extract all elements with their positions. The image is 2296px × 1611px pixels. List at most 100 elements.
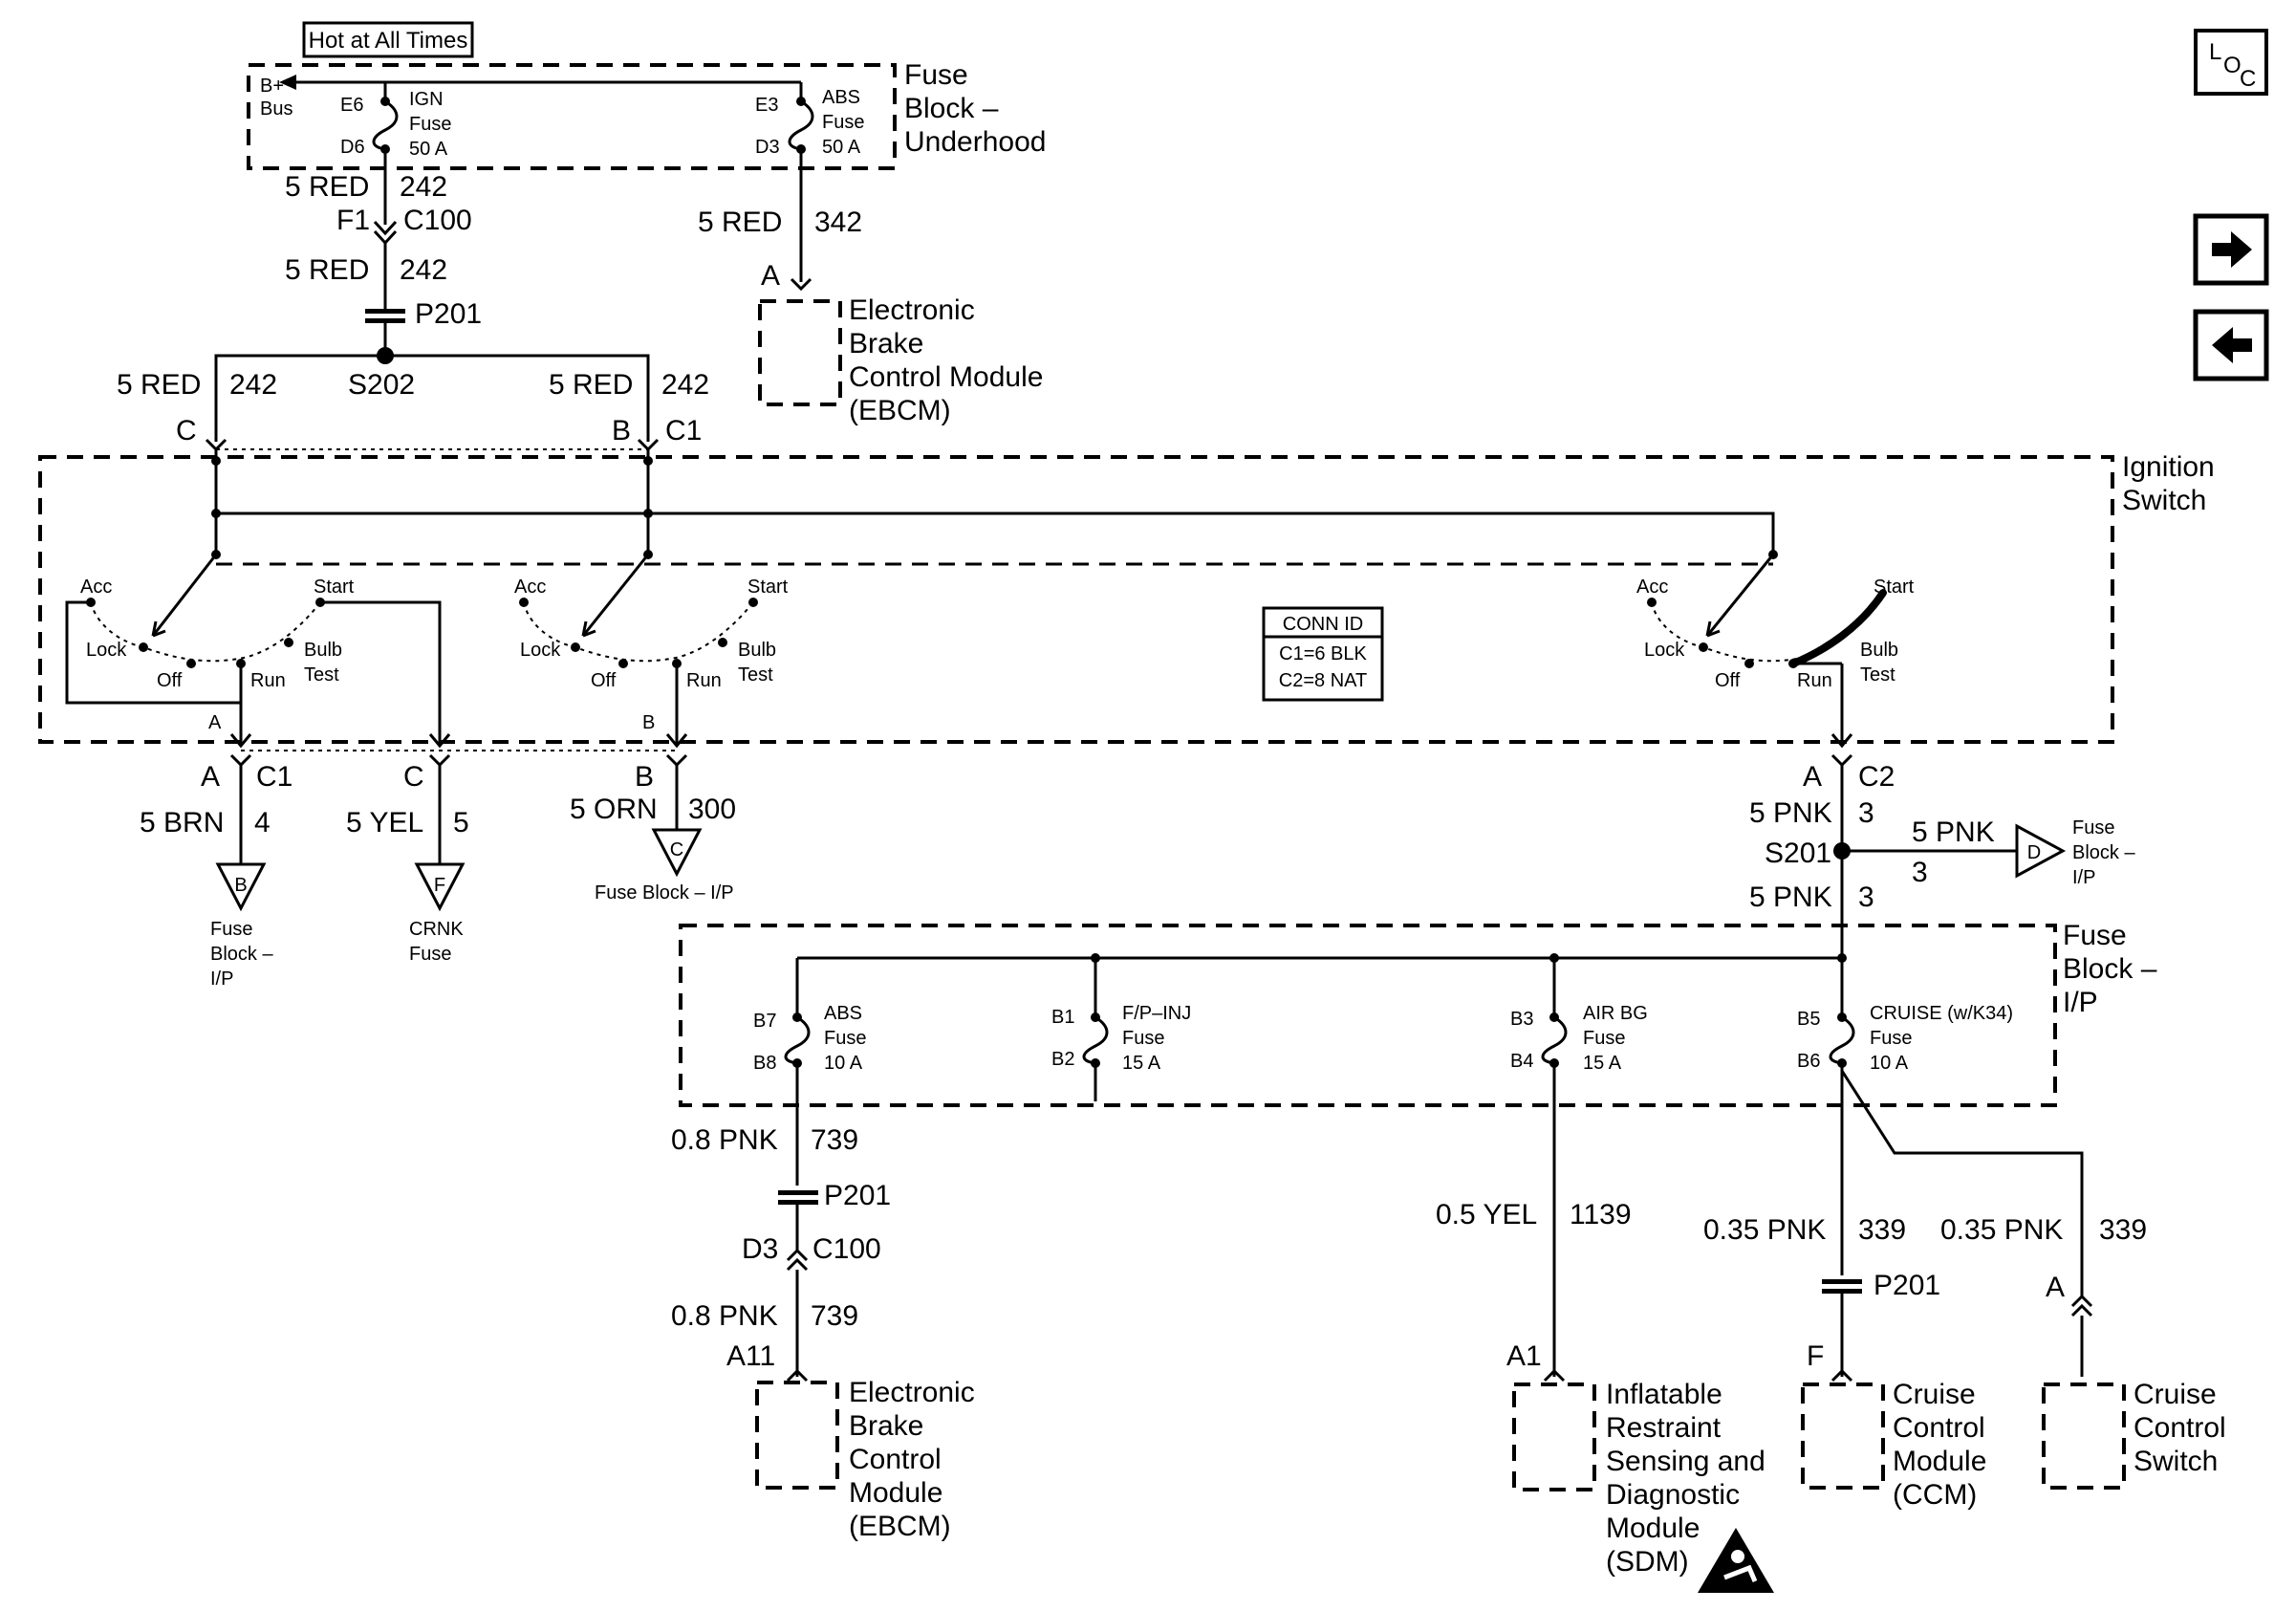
abs-fuse-pin-d3: D3: [755, 137, 780, 158]
wire-242-gauge-2: 5 RED: [285, 254, 369, 286]
ign-fuse-50a: [372, 82, 399, 154]
abs-fuse-label: ABS: [822, 87, 860, 108]
wire-3-gauge-3: 5 PNK: [1749, 882, 1832, 913]
ccm-pin-f: F: [1807, 1340, 1824, 1372]
conn-id-table: [1262, 606, 1384, 702]
ccm-box: [1801, 1382, 1885, 1490]
ignition-switch-title-1: Ignition: [2122, 451, 2215, 483]
wire-242-circuit-2: 242: [400, 254, 447, 286]
ref-d-label-2: Block –: [2072, 842, 2135, 863]
switch1-pin-a: A: [208, 712, 222, 733]
abs-fuse-50a: [788, 82, 814, 154]
ignition-switch-title-2: Switch: [2122, 485, 2206, 516]
wire-339-gauge-switch: 0.35 PNK: [1940, 1214, 2063, 1246]
switch3-run-label: Run: [1797, 670, 1832, 691]
bplus-arrow-icon: [279, 75, 296, 90]
wire-739-gauge-2: 0.8 PNK: [671, 1300, 778, 1332]
c100-connector-d3: [786, 1248, 809, 1272]
ip-fuse-cruise-word: Fuse: [1870, 1028, 1912, 1049]
wire-3-circuit-1: 3: [1858, 797, 1874, 829]
sdm-name-4: Diagnostic: [1606, 1479, 1740, 1511]
c1-connector-label-top: C1: [665, 415, 702, 446]
c2-bottom-connector-label: C2: [1858, 761, 1895, 793]
bus-label: Bus: [260, 98, 292, 120]
wire-739-gauge-1: 0.8 PNK: [671, 1124, 778, 1156]
bplus-label: B+: [260, 76, 284, 97]
ccm-name-3: Module: [1893, 1446, 1986, 1477]
loc-button[interactable]: L O C: [2194, 29, 2268, 96]
ref-d-triangle: [2015, 823, 2067, 879]
ip-fuse-cruise-pin-top: B5: [1797, 1009, 1820, 1030]
switch3-acc-label: Acc: [1636, 577, 1668, 598]
wire-300-circuit: 300: [688, 794, 736, 825]
ip-fuse-abs-rating: 10 A: [824, 1053, 863, 1074]
sdm-pin-a1-connector: [1543, 1368, 1566, 1382]
ccm-pin-f-connector: [1830, 1368, 1853, 1382]
ign-fuse-word: Fuse: [409, 114, 451, 135]
ip-fuse-cruise-pin-bot: B6: [1797, 1051, 1820, 1072]
ebcm-top-pin-a: A: [761, 260, 780, 292]
abs-fuse-word: Fuse: [822, 112, 864, 133]
switch2-start-label: Start: [747, 577, 789, 598]
switch2-off-label: Off: [591, 670, 617, 691]
ip-fuse-cruise: [1829, 958, 1855, 1068]
conn-id-row-c2: C2=8 NAT: [1279, 670, 1367, 691]
ip-fuse-airbg-label: AIR BG: [1583, 1003, 1648, 1024]
ebcm-bottom-name-5: (EBCM): [849, 1511, 951, 1542]
ccs-pin-a: A: [2046, 1272, 2065, 1303]
conn-id-title: CONN ID: [1283, 614, 1363, 635]
ebcm-bottom-box: [755, 1381, 839, 1490]
switch2-lock-label: Lock: [520, 640, 561, 661]
ref-f-letter: F: [434, 875, 445, 896]
hot-at-all-times-text: Hot at All Times: [309, 28, 468, 54]
previous-page-button[interactable]: [2193, 309, 2269, 381]
ignition-switch-box: [38, 455, 2114, 744]
c100-connector-f1: [373, 220, 398, 246]
sdm-name-1: Inflatable: [1606, 1379, 1722, 1410]
ebcm-pin-a-connector: [790, 277, 812, 292]
wire-242-circuit-1: 242: [400, 171, 447, 203]
loc-letter-o: O: [2223, 53, 2242, 78]
s202-label: S202: [348, 369, 415, 401]
wire-339-switch: [1840, 1070, 2084, 1296]
c1-bottom-pin-c-label: C: [403, 761, 424, 793]
switch2-acc-label: Acc: [514, 577, 546, 598]
switch3-off-label: Off: [1715, 670, 1741, 691]
ref-d-label-1: Fuse: [2072, 817, 2114, 838]
ip-fuse-fpinj-word: Fuse: [1122, 1028, 1164, 1049]
loc-letter-c: C: [2240, 66, 2256, 92]
wire-300-gauge: 5 ORN: [570, 794, 658, 825]
p201-inline-connector-top: [365, 298, 405, 323]
p201-label-ebcm: P201: [824, 1180, 891, 1211]
ref-b-label-2: Block –: [210, 944, 273, 965]
c1-bottom-connector-label: C1: [256, 761, 292, 793]
wire-3-gauge-1: 5 PNK: [1749, 797, 1832, 829]
wire-242-gauge-right: 5 RED: [549, 369, 633, 401]
switch1-bulb-label: Bulb: [304, 640, 342, 661]
fuse-block-underhood: [247, 63, 897, 170]
airbag-warning-icon: [1698, 1528, 1774, 1593]
next-page-button[interactable]: [2193, 213, 2269, 286]
switch1-off-label: Off: [157, 670, 183, 691]
wire-242-circuit-right: 242: [661, 369, 709, 401]
wire-1139-circuit: 1139: [1570, 1199, 1632, 1230]
ref-f-label-2: Fuse: [409, 944, 451, 965]
switch-section-1: [65, 554, 442, 746]
abs-fuse-rating: 50 A: [822, 137, 861, 158]
ebcm-top-box: [758, 299, 842, 406]
ip-fuse-cruise-label: CRUISE (w/K34): [1870, 1003, 2013, 1024]
hot-at-all-times-label: Hot at All Times: [302, 21, 474, 58]
ign-fuse-label: IGN: [409, 89, 444, 110]
switch3-pin-arrow: [1830, 733, 1853, 749]
switch1-start-arrow: [428, 733, 451, 749]
switch1-pin-arrow: [229, 733, 252, 749]
c100-pin-d3: D3: [742, 1233, 778, 1265]
switch-section-3: [1647, 554, 1887, 746]
c1-pin-a-bottom: [229, 753, 252, 768]
ccm-name-4: (CCM): [1893, 1479, 1977, 1511]
ign-fuse-pin-e6: E6: [340, 95, 363, 116]
wire-339-circuit-switch: 339: [2099, 1214, 2147, 1246]
p201-inline-connector-ebcm: [778, 1190, 818, 1205]
ebcm-top-name-2: Brake: [849, 328, 923, 359]
